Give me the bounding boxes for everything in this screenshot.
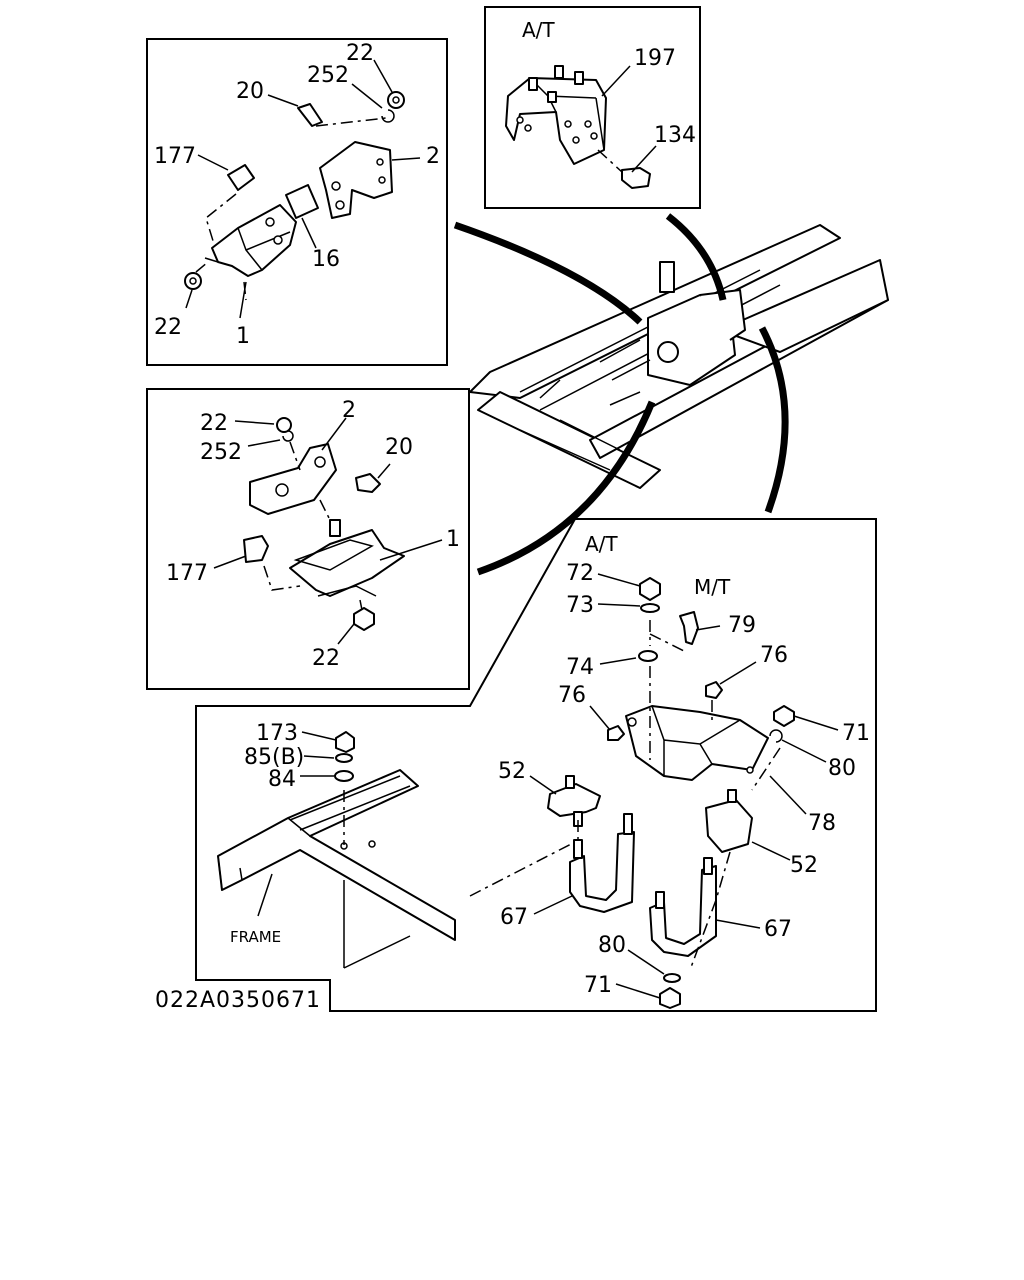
chassis-overview [469,224,889,489]
label-74: 74 [566,655,594,680]
washer-252 [282,430,294,442]
washer-80-bottom [663,973,681,983]
label-52: 52 [790,853,818,878]
bolt-134 [621,167,651,189]
washer-80-top [769,729,783,743]
connector-arc [453,221,643,325]
label-80: 80 [598,933,626,958]
variant-at-label: A/T [585,532,618,556]
label-84: 84 [268,767,296,792]
label-22: 22 [312,646,340,671]
label-1: 1 [236,324,250,349]
label-76: 76 [760,643,788,668]
bracket-16 [285,184,319,219]
bracket-197 [505,77,607,165]
variant-label: A/T [522,18,555,42]
label-1: 1 [446,527,460,552]
label-2: 2 [426,144,440,169]
nut-173 [335,731,355,753]
label-85b: 85(B) [244,745,304,770]
label-20: 20 [385,435,413,460]
variant-mt-label: M/T [694,575,731,599]
frame-label: FRAME [230,928,281,946]
label-2: 2 [342,398,356,423]
bolt-20 [355,473,381,493]
label-173: 173 [256,721,298,746]
nut-76-right [705,681,723,699]
panel-top-left: 22 252 20 177 2 16 22 1 [146,38,448,366]
washer-252 [381,109,395,123]
label-79: 79 [728,613,756,638]
nut-76-left [607,725,625,741]
nut-22-bottom [353,607,375,631]
bolt-79 [679,611,699,645]
label-71: 71 [584,973,612,998]
label-252: 252 [200,440,242,465]
label-177: 177 [166,561,208,586]
nut-22-top [276,417,292,433]
connector-arc [665,213,727,301]
panel-top-right: A/T 197 134 [484,6,701,209]
panel-bottom: A/T M/T FRAME [195,518,877,1012]
label-73: 73 [566,593,594,618]
washer-84 [334,770,354,782]
label-22: 22 [200,411,228,436]
label-252: 252 [307,63,349,88]
label-134: 134 [654,123,696,148]
label-197: 197 [634,46,676,71]
washer-74 [638,650,658,662]
label-177: 177 [154,144,196,169]
engine-mount-1 [211,204,297,277]
label-67: 67 [764,917,792,942]
frame-rail [217,769,456,941]
washer-73 [640,603,660,613]
bolt-177 [227,164,255,191]
panel-mid-left: 22 2 252 20 1 177 22 [146,388,470,690]
rubber-mount-52-left [547,783,601,817]
bracket-2 [319,141,393,219]
label-80: 80 [828,756,856,781]
connector-arc [476,400,656,576]
bolt-177 [243,535,269,563]
nut-71-top [773,705,795,727]
label-67: 67 [500,905,528,930]
label-22: 22 [346,41,374,66]
label-72: 72 [566,561,594,586]
engine-mount-1 [289,529,405,597]
label-71: 71 [842,721,870,746]
bolt-20 [297,103,323,127]
connector-arc [758,326,789,514]
washer-85b [335,753,353,763]
diagram-id: 022A0350671 [155,988,321,1013]
label-52: 52 [498,759,526,784]
label-22: 22 [154,315,182,340]
nut-71-bottom [659,987,681,1009]
label-76: 76 [558,683,586,708]
nut-72 [639,577,661,601]
label-20: 20 [236,79,264,104]
label-78: 78 [808,811,836,836]
label-16: 16 [312,247,340,272]
